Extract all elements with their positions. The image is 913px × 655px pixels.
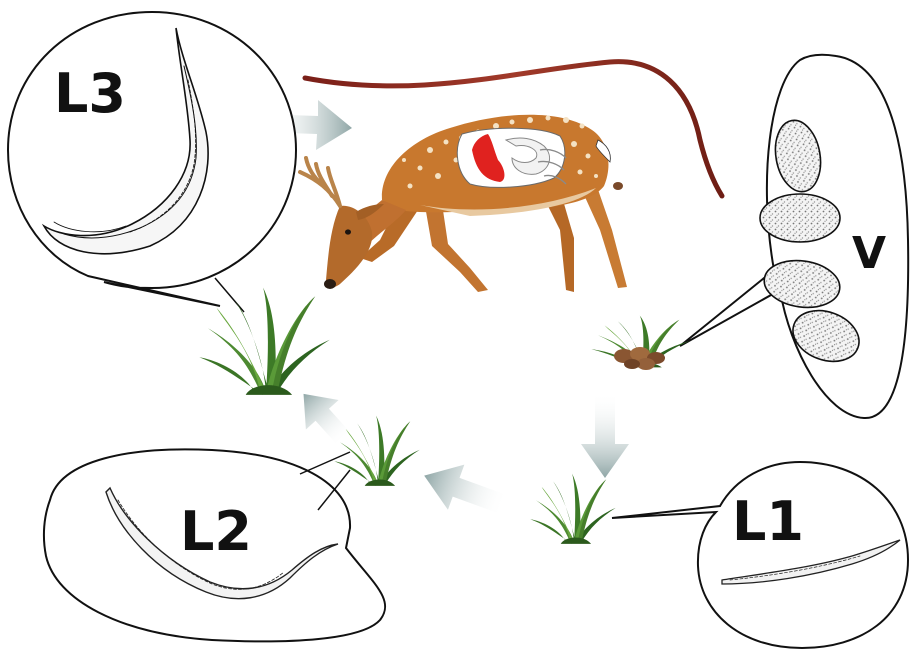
grass-tuft-icon [530,474,616,544]
l1-callout: L1 [612,462,908,648]
cycle-arrow-icon [581,392,629,478]
stage-label-l3: L3 [54,62,126,125]
l2-callout: L2 [44,449,385,641]
grass-tuft-icon [199,288,329,395]
grass-tuft-icon [334,416,420,486]
deer-host-icon [300,115,627,292]
stage-label-eggs: V [852,228,886,279]
eggs-callout: V [680,55,908,418]
stage-label-l2: L2 [180,500,252,563]
feces-on-grass-icon [591,316,690,370]
egg-icon [760,194,840,242]
cycle-arrow-icon [416,453,513,528]
cycle-arrow-icon [287,379,361,455]
l3-callout: L3 [8,12,296,312]
stage-label-l1: L1 [732,490,804,553]
